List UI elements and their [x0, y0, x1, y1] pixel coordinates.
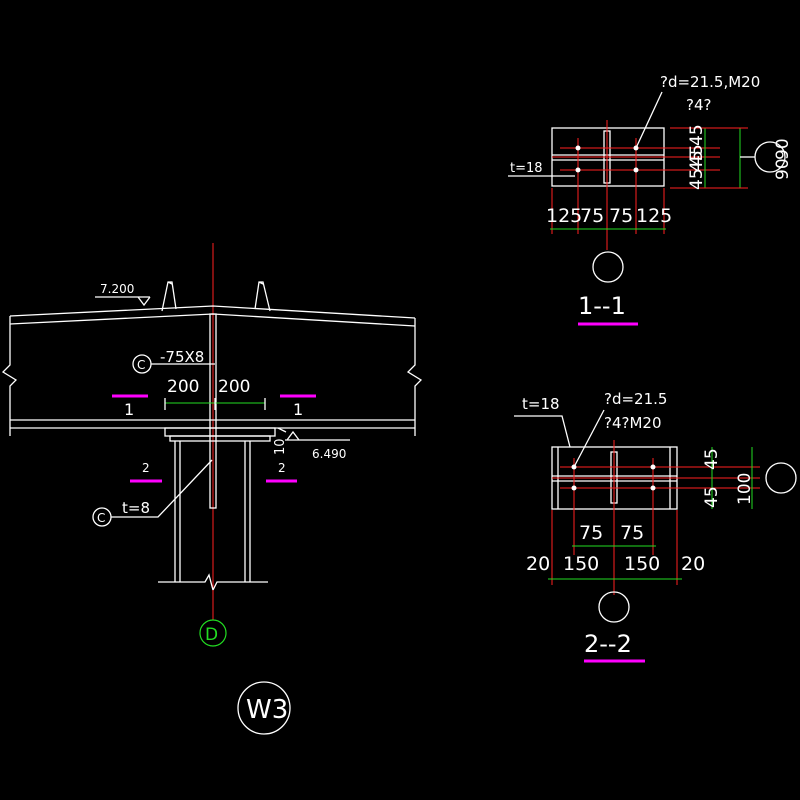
- s1-vdim-4: 45: [687, 168, 707, 190]
- s2-plate-thickness: t=18: [522, 395, 560, 413]
- s1-bolt-count: ?4?: [686, 96, 711, 114]
- s2-axis-bubble-right: [765, 462, 797, 494]
- drawing-title-bubble: [237, 681, 291, 735]
- s2-bolt-count: ?4?M20: [604, 414, 662, 432]
- s2-bottom-dim-3: 150: [624, 553, 660, 575]
- section-2-2-view: t=18 ?d=21.5 ?4?M20 75 75 20 150 150 20 …: [514, 390, 797, 663]
- stiffener-thickness-label: t=8: [122, 499, 150, 517]
- dim-200-ticks: [164, 398, 266, 410]
- s1-title: 1--1: [578, 292, 626, 320]
- s2-bolt-lines: [551, 440, 760, 595]
- s2-top-dim-2: 75: [620, 522, 644, 544]
- s2-top-dim-1: 75: [579, 522, 603, 544]
- beam-break-left: [1, 316, 18, 436]
- s2-thickness-leader: [514, 415, 571, 448]
- column-cap-stiffener: [169, 435, 271, 442]
- s2-axis-bubble-bottom: [598, 591, 630, 623]
- s1-hdim-4: 125: [636, 205, 672, 227]
- column-base-break: [158, 573, 268, 592]
- dim-200-left: 200: [167, 377, 199, 397]
- s2-bolt: [650, 485, 656, 491]
- s2-bottom-dim-4: 20: [681, 553, 705, 575]
- s2-bottom-dim-2: 150: [563, 553, 599, 575]
- s2-vdim-1: 45: [702, 448, 722, 470]
- s1-bolt: [575, 145, 581, 151]
- s1-vdim-3: 45: [687, 150, 707, 172]
- level-top-label: 7.200: [100, 282, 134, 296]
- gap-dim-label: 10: [273, 438, 288, 455]
- purlin-bracket-right: [254, 281, 271, 312]
- s1-hdim-3: 75: [609, 205, 633, 227]
- level-top-marker: [95, 296, 151, 307]
- s2-bolt: [650, 464, 656, 470]
- s2-bolt-note: ?d=21.5: [604, 390, 667, 408]
- s1-vdim-2: 45: [687, 144, 707, 166]
- s1-bolt: [633, 167, 639, 173]
- s1-bolt-lines: [551, 120, 720, 250]
- dim-200-right: 200: [218, 377, 250, 397]
- s1-axis-bubble-bottom: [592, 251, 624, 283]
- s1-side-dim-2: 90: [773, 158, 793, 180]
- plate-spec-label: -75X8: [160, 348, 204, 366]
- column-flanges: [174, 441, 251, 582]
- s1-hdim-1: 125: [546, 205, 582, 227]
- callout-letter-bottom: C: [97, 511, 105, 525]
- s2-note-leader: [573, 409, 605, 468]
- beam-break-right: [406, 318, 423, 436]
- section-2-label-left: 2: [142, 461, 150, 475]
- section-1-1-view: ?d=21.5,M20 ?4? t=18 125 75 75 125 45 45…: [508, 73, 793, 326]
- s2-title: 2--2: [584, 630, 632, 658]
- section-1-label-right: 1: [293, 400, 303, 419]
- column-cap-plate: [164, 427, 276, 437]
- center-gusset-plate: [209, 313, 217, 509]
- callout-leader-bottom: [111, 459, 213, 518]
- s2-vdim-2: 45: [702, 486, 722, 508]
- axis-d-label: D: [205, 625, 218, 645]
- level-bottom-marker: [277, 427, 350, 441]
- s1-bolt: [575, 167, 581, 173]
- section-2-label-right: 2: [278, 461, 286, 475]
- s2-bolt: [571, 464, 577, 470]
- section-1-label-left: 1: [124, 400, 134, 419]
- s1-note-leader: [635, 91, 663, 149]
- s2-side-dim: 100: [735, 473, 755, 505]
- elevation-view: 7.200 C -75X8 200 200 1 1 2 2 10 6.49: [1, 243, 423, 735]
- s2-bottom-dim-1: 20: [526, 553, 550, 575]
- s1-vdim-ext: [670, 127, 748, 189]
- s1-plate-thickness: t=18: [510, 161, 543, 176]
- s2-bolt: [571, 485, 577, 491]
- axis-d-bubble: [199, 619, 227, 647]
- s1-vdim-1: 45: [687, 124, 707, 146]
- purlin-bracket-left: [161, 281, 177, 312]
- drawing-title-label: W3: [246, 695, 288, 725]
- s1-bolt: [633, 145, 639, 151]
- level-bottom-label: 6.490: [312, 447, 346, 461]
- s1-bolt-note: ?d=21.5,M20: [660, 73, 760, 91]
- s1-hdim-2: 75: [580, 205, 604, 227]
- callout-letter-top: C: [137, 358, 145, 372]
